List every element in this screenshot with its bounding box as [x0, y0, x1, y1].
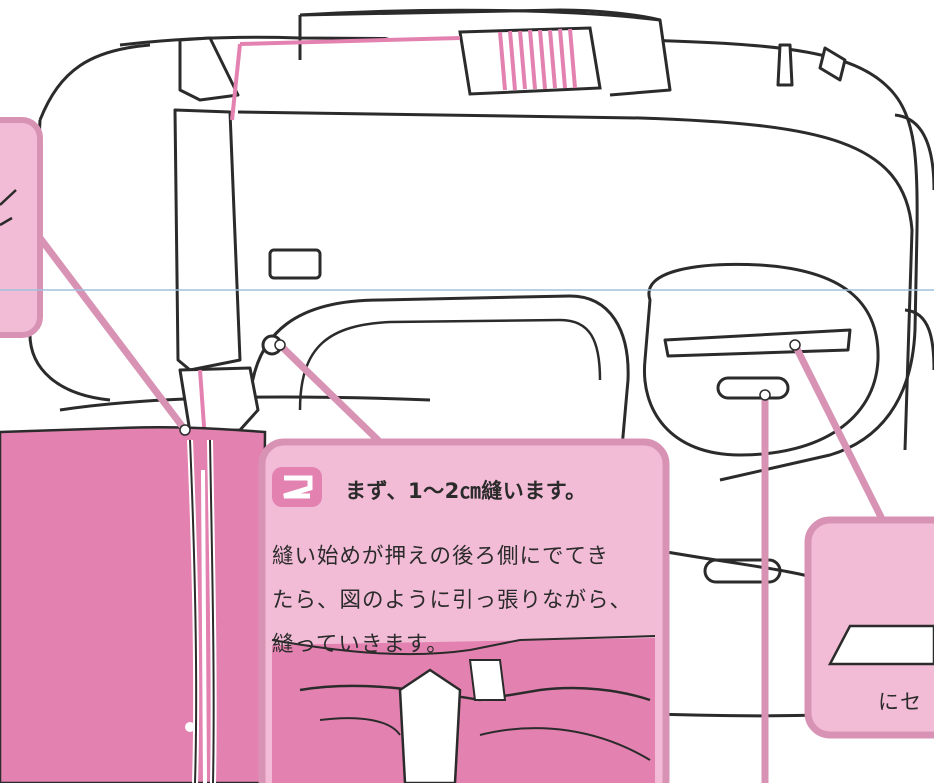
step-body: 縫い始めが押えの後ろ側にでてき たら、図のように引っ張りながら、 縫っていきます…	[272, 535, 664, 667]
thread-spool	[198, 26, 602, 441]
left-callout-icon	[0, 189, 17, 227]
fabric-marker	[185, 722, 195, 732]
right-leader-line	[791, 343, 889, 527]
reverse-lever	[268, 248, 322, 280]
left-callout	[0, 117, 43, 338]
machine-upper-arm	[28, 43, 151, 402]
stitch-length-slider	[716, 376, 790, 400]
bobbin-winder	[776, 43, 847, 87]
handle	[298, 8, 661, 60]
left-leader-line	[37, 235, 188, 433]
step-leader-line	[277, 342, 383, 445]
thread-guide-block	[178, 36, 240, 102]
fabric	[0, 425, 267, 783]
step-body-line: たら、図のように引っ張りながら、	[272, 588, 633, 613]
right-callout-text: にセ	[878, 690, 922, 714]
stitch-window	[663, 328, 852, 358]
needle-bar-housing	[173, 108, 242, 372]
machine-arm-inner	[298, 318, 602, 411]
lower-slider	[703, 558, 782, 584]
step-body-line: 縫っていきます。	[272, 632, 449, 657]
step-number-badge	[272, 467, 322, 507]
presser-foot-area	[178, 366, 260, 434]
right-callout-window	[827, 624, 934, 666]
step-body-line: 縫い始めが押えの後ろ側にでてき	[272, 544, 609, 569]
stitch-dial	[642, 262, 880, 457]
step-title: まず、1〜2㎝縫います。	[345, 479, 587, 503]
machine-front-panel	[237, 110, 914, 451]
inset-illustration	[271, 635, 656, 783]
